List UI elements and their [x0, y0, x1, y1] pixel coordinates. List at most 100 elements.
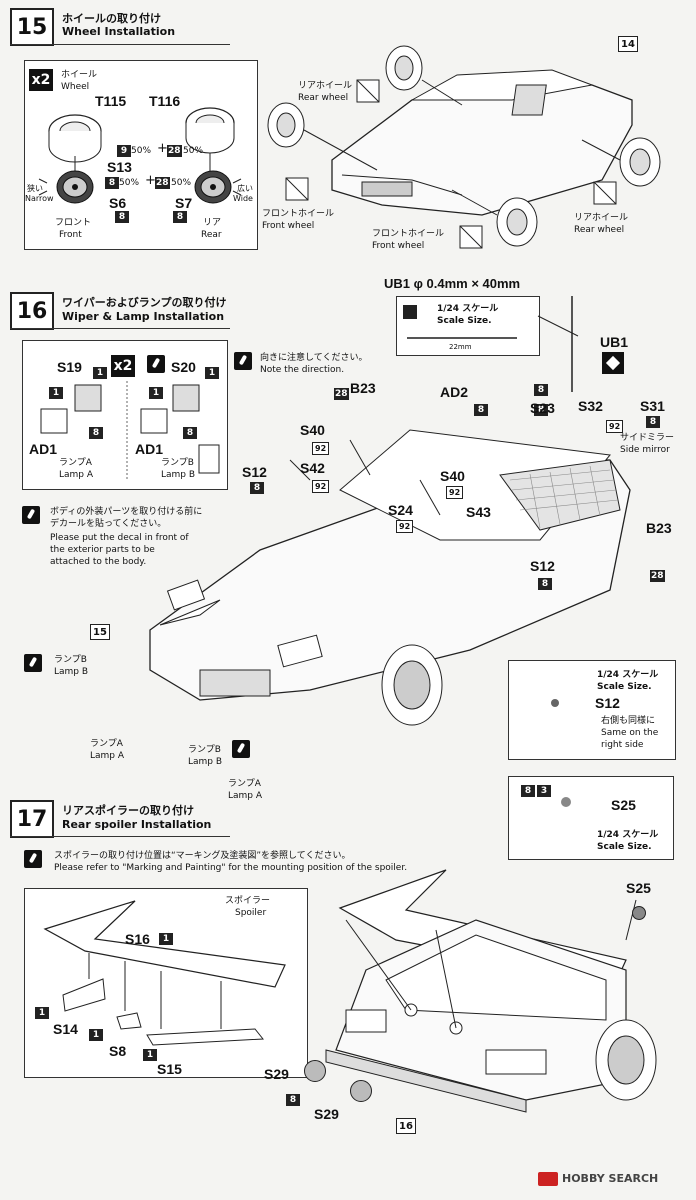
ref-step-16: 16: [396, 1118, 416, 1134]
s40-color-92: 92: [312, 442, 330, 455]
narrow-en: Narrow: [25, 194, 54, 203]
step-15-rule: [10, 44, 230, 45]
lamp-ad1b-color-1: 1: [149, 387, 163, 399]
spoiler-note-en: Please refer to "Marking and Painting" f…: [54, 863, 408, 873]
front-jp: フロント: [55, 218, 92, 228]
front-wheel-left-jp: フロントホイール: [262, 209, 335, 219]
step-17-title-en: Rear spoiler Installation: [62, 818, 212, 831]
part-s19: S19: [57, 359, 82, 375]
s40r-color-92: 92: [446, 486, 464, 499]
step-17-title-jp: リアスポイラーの取り付け: [62, 804, 194, 817]
front-wheel-mid-jp: フロントホイール: [372, 229, 445, 239]
part-s12-right: S12: [530, 558, 555, 574]
rear-wheel-top-en: Rear wheel: [298, 93, 349, 103]
part-s32: S32: [578, 398, 603, 414]
part-s24: S24: [388, 502, 413, 518]
part-s20: S20: [171, 359, 196, 375]
part-s12-left: S12: [242, 464, 267, 480]
step-16-title-jp: ワイパーおよびランプの取り付け: [62, 296, 227, 309]
ub1-scale-mm: 22mm: [449, 343, 472, 351]
part-s14: S14: [53, 1021, 78, 1037]
s23-color-8b: 8: [534, 404, 548, 416]
s29-b-icon: [350, 1080, 372, 1102]
front-wheel-left-en: Front wheel: [262, 221, 315, 231]
lamp-b1-en: Lamp B: [54, 667, 89, 677]
plus-a: +: [157, 141, 168, 156]
s25-scale-inset: 8 3 S25 1/24 スケール Scale Size.: [508, 776, 674, 860]
b23r-color-28: 28: [650, 570, 665, 582]
part-b23-right: B23: [646, 520, 672, 536]
lamp-ad1-color-1: 1: [49, 387, 63, 399]
s29-a-icon: [304, 1060, 326, 1082]
color-28a: 28: [167, 145, 182, 157]
ref-step-15: 15: [90, 624, 110, 640]
rear-wheel-top-jp: リアホイール: [298, 81, 353, 91]
ub1-icon: [403, 305, 417, 319]
s25-knob: [561, 797, 571, 807]
lamp-s19-color-1: 1: [93, 367, 107, 379]
s25-color-3: 3: [537, 785, 551, 797]
part-s42: S42: [300, 460, 325, 476]
note-decal-en1: Please put the decal in front of: [50, 533, 189, 543]
note-direction-jp: 向きに注意してください。: [260, 353, 368, 363]
s6-color-8: 8: [115, 211, 129, 223]
part-ad1-right: AD1: [135, 441, 164, 457]
lamp-a2-jp: ランプA: [228, 779, 261, 789]
ub1-scale-inset: 1/24 スケール Scale Size. 22mm: [396, 296, 540, 356]
step-15-number: 15: [10, 8, 54, 46]
s25-part-icon: [632, 906, 646, 920]
s25-inset-label: S25: [611, 797, 636, 813]
spoiler-note-jp: スポイラーの取り付け位置は“マーキング及塗装図”を参照してください。: [54, 851, 351, 861]
s12-scale-inset: 1/24 スケール Scale Size. S12 右側も同様に Same on…: [508, 660, 676, 760]
ratio-50a: 50%: [131, 146, 152, 156]
part-s6: S6: [109, 195, 127, 211]
spoiler-note-icon: [24, 850, 42, 868]
part-s16: S16: [125, 931, 150, 947]
plus-b: +: [145, 173, 156, 188]
part-s40-right: S40: [440, 468, 465, 484]
part-s25: S25: [626, 880, 651, 896]
direction-note-icon: [234, 352, 252, 370]
paint-brush-icon: [147, 355, 165, 373]
part-s13: S13: [107, 159, 132, 175]
quantity-x2-badge: x2: [29, 69, 53, 91]
lamp-a-color-8: 8: [89, 427, 103, 439]
ub1-scale-en: Scale Size.: [437, 316, 492, 326]
color-9: 9: [117, 145, 131, 157]
note-decal-en3: attached to the body.: [50, 557, 147, 567]
s42-color-92: 92: [312, 480, 330, 493]
part-ad2: AD2: [440, 384, 469, 400]
lamp-b-color-8: 8: [183, 427, 197, 439]
wheel-assembly-inset: x2 ホイール Wheel T115 T116 9 50% + 28 50% S…: [24, 60, 258, 250]
note-decal-en2: the exterior parts to be: [50, 545, 155, 555]
watermark-text: HOBBY SEARCH: [562, 1172, 659, 1185]
step-17-car-drawing: [325, 869, 657, 1113]
lamp-b-en: Lamp B: [161, 470, 196, 480]
s8-color-1: 1: [89, 1029, 103, 1041]
ub1-wire: [407, 337, 517, 339]
ub1-spec: UB1 φ 0.4mm × 40mm: [384, 276, 521, 291]
ref-step-14: 14: [618, 36, 638, 52]
wheel-label-en: Wheel: [61, 82, 90, 92]
part-s31: S31: [640, 398, 665, 414]
s25-scale-en: Scale Size.: [597, 842, 652, 852]
lamp-b1-paint-icon: [24, 654, 42, 672]
front-wheel-mid-en: Front wheel: [372, 241, 425, 251]
ratio-50d: 50%: [171, 178, 192, 188]
part-s8: S8: [109, 1043, 127, 1059]
s24-color-92: 92: [396, 520, 414, 533]
s12-same-en1: Same on the: [601, 728, 659, 738]
step-16-car-drawing: [149, 429, 631, 726]
part-ad1-left: AD1: [29, 441, 58, 457]
s16-color-1: 1: [159, 933, 173, 945]
part-s43: S43: [466, 504, 491, 520]
part-t115: T115: [95, 93, 127, 109]
part-ub1: UB1: [600, 334, 629, 350]
lamp-drawings: [40, 381, 220, 481]
narrow-jp: 狭い: [27, 184, 43, 193]
note-direction-en: Note the direction.: [260, 365, 345, 375]
lamp-b2-en: Lamp B: [188, 757, 223, 767]
spoiler-drawings: [43, 900, 286, 1046]
s14-color-1: 1: [35, 1007, 49, 1019]
b23-color-28: 28: [334, 388, 349, 400]
